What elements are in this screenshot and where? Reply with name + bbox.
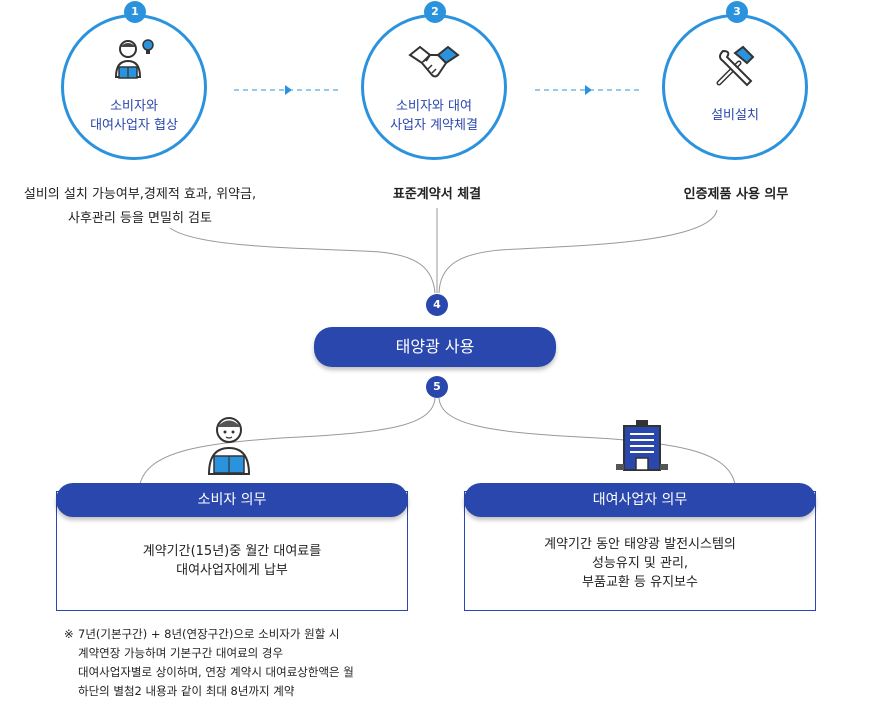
solar-use-banner: 태양광 사용 [314,327,556,367]
arrow-head-1-2 [285,85,292,95]
arrow-head-2-3 [585,85,592,95]
curve-5-to-consumer [139,397,436,485]
footnote-text: 7년(기본구간) + 8년(연장구간)으로 소비자가 원할 시 계약연장 가능하… [78,627,354,698]
consumer-reading-idea-icon [111,37,157,87]
step-1-number: 1 [124,1,146,23]
step-3-description: 인증제품 사용 의무 [683,187,789,202]
consumer-reading-icon [205,412,253,480]
footnote: ※ 7년(기본구간) + 8년(연장구간)으로 소비자가 원할 시 계약연장 가… [64,625,418,701]
step-2-number: 2 [424,1,446,23]
lessor-duty-title: 대여사업자 의무 [464,483,816,517]
step-5-number: 5 [426,376,448,398]
step-2-description: 표준계약서 체결 [392,187,482,202]
curve-step3-to-4 [438,209,718,294]
handshake-icon [408,43,460,89]
curve-step1-to-4 [169,227,436,294]
consumer-duty-text: 계약기간(15년)중 월간 대여료를 대여사업자에게 납부 [142,544,322,578]
step-3-label: 설비설치 [711,108,759,123]
step-1-description: 설비의 설치 가능여부,경제적 효과, 위약금, 사후관리 등을 면밀히 검토 [23,187,257,226]
step-2-label: 소비자와 대여 사업자 계약체결 [390,99,478,133]
step-3-number: 3 [726,1,748,23]
footnote-mark: ※ [64,627,74,641]
tools-icon [713,45,757,93]
step-3-circle: 설비설치 [662,14,808,160]
curve-5-to-lessor [438,397,736,485]
consumer-duty-title: 소비자 의무 [56,483,408,517]
lessor-duty-text: 계약기간 동안 태양광 발전시스템의 성능유지 및 관리, 부품교환 등 유지보… [544,537,736,590]
step-4-number: 4 [426,294,448,316]
building-icon [616,420,668,476]
step-1-circle: 소비자와 대여사업자 협상 [61,14,207,160]
step-1-label: 소비자와 대여사업자 협상 [90,99,178,133]
step-2-circle: 소비자와 대여 사업자 계약체결 [361,14,507,160]
